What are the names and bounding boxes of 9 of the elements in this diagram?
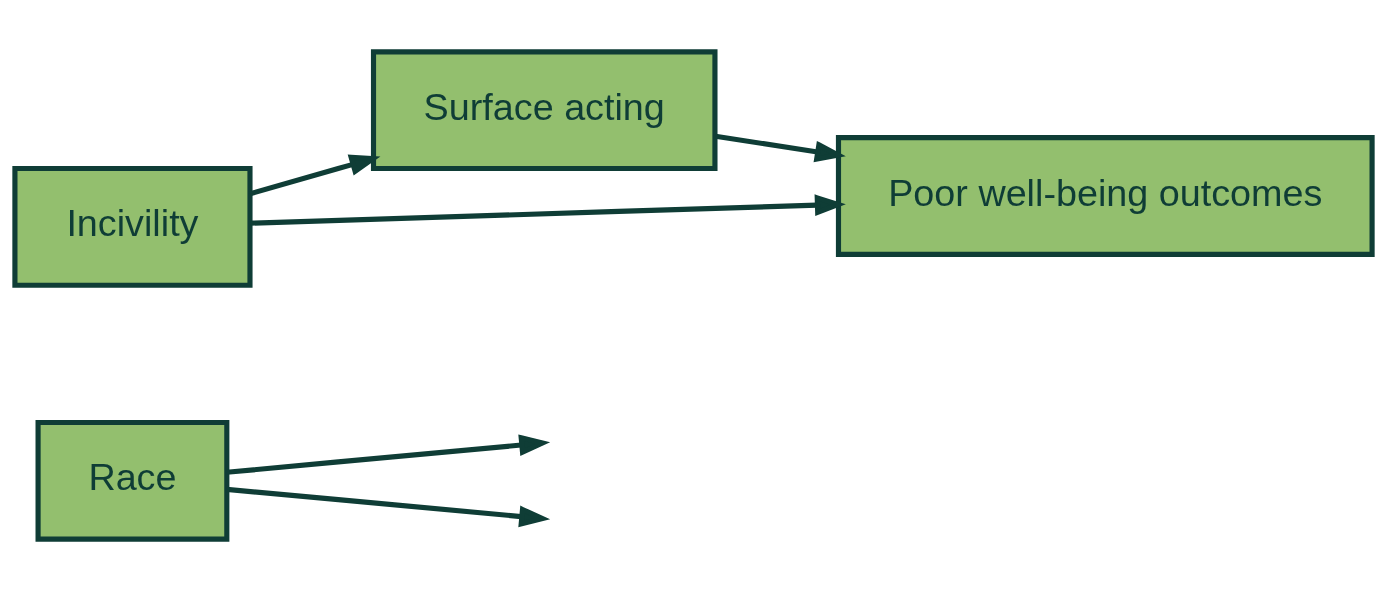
node-box: Race — [35, 419, 230, 542]
arrow — [249, 154, 381, 196]
arrow — [226, 433, 551, 475]
node-box: Poor well-being outcomes — [835, 134, 1375, 257]
arrow — [715, 133, 846, 162]
arrow — [226, 486, 551, 527]
arrow — [250, 193, 846, 226]
node-box: Surface acting — [370, 48, 718, 171]
node-box: Incivility — [12, 165, 253, 288]
